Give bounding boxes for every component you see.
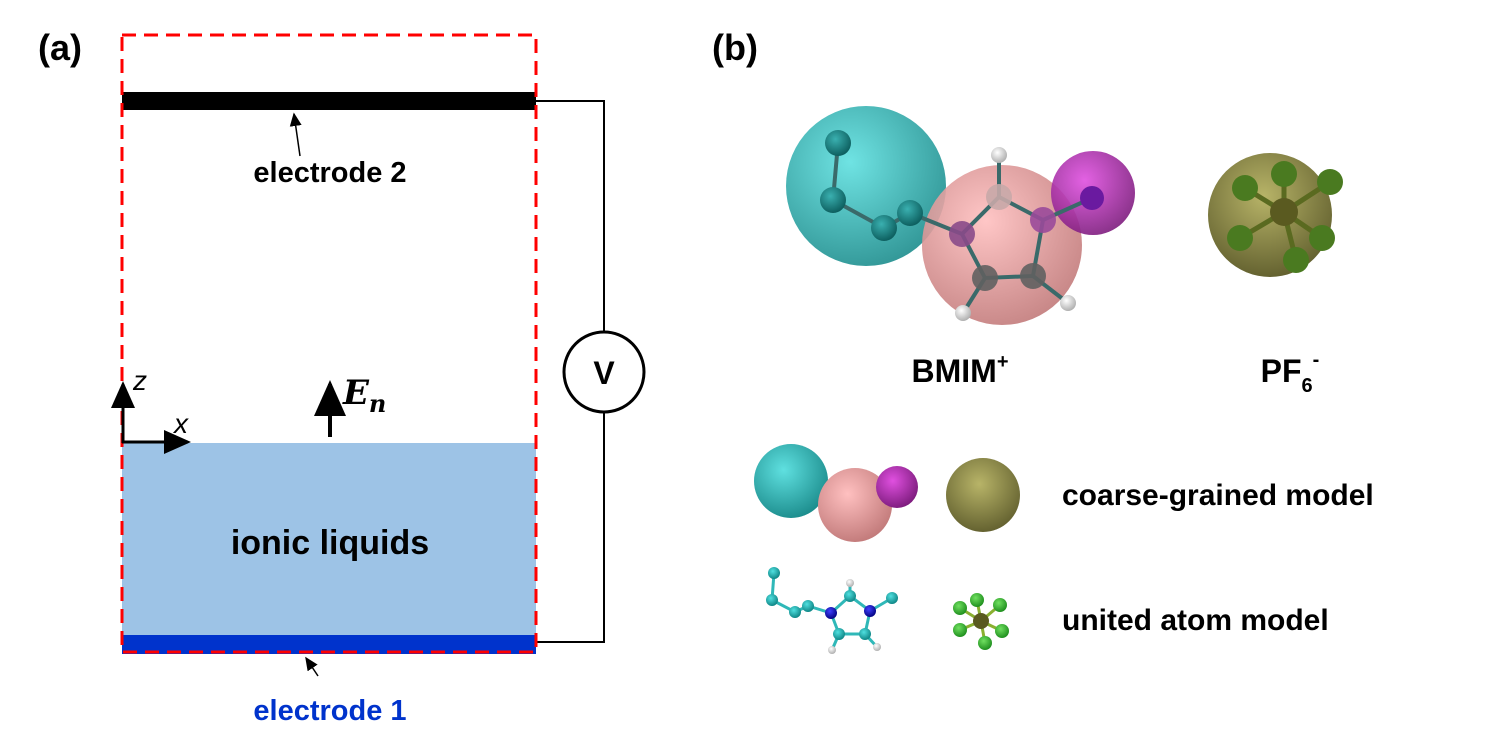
electrode-1 xyxy=(122,635,536,654)
electrode-1-pointer xyxy=(305,656,319,677)
simulation-box xyxy=(120,33,538,654)
circuit-wire-top xyxy=(536,100,605,332)
ionic-liquid-region xyxy=(122,443,536,635)
panel-b-label: (b) xyxy=(712,27,758,68)
electrode-2 xyxy=(122,92,536,110)
voltage-label: V xyxy=(593,355,615,391)
bmim-cation-model xyxy=(786,106,1135,325)
coarse-grained-label: coarse-grained model xyxy=(1062,479,1374,512)
electrode-2-pointer xyxy=(289,112,302,157)
pf6-anion-model xyxy=(1208,153,1343,277)
pf6-label: PF6- xyxy=(1261,349,1320,397)
voltage-source xyxy=(562,330,646,414)
x-axis-label: x xyxy=(172,408,189,439)
field-label: En xyxy=(342,373,386,418)
united-atom-label: united atom model xyxy=(1062,604,1329,637)
ionic-liquids-label: ionic liquids xyxy=(231,524,429,562)
panel-a-label: (a) xyxy=(38,27,82,68)
bmim-label: BMIM+ xyxy=(912,351,1009,389)
electrode-1-label: electrode 1 xyxy=(253,695,406,727)
coarse-grained-spheres xyxy=(754,444,1020,542)
circuit-wire-bottom xyxy=(536,412,605,643)
united-atom-molecules xyxy=(766,567,1009,654)
electrode-2-label: electrode 2 xyxy=(253,157,406,189)
z-axis-label: z xyxy=(132,365,147,396)
